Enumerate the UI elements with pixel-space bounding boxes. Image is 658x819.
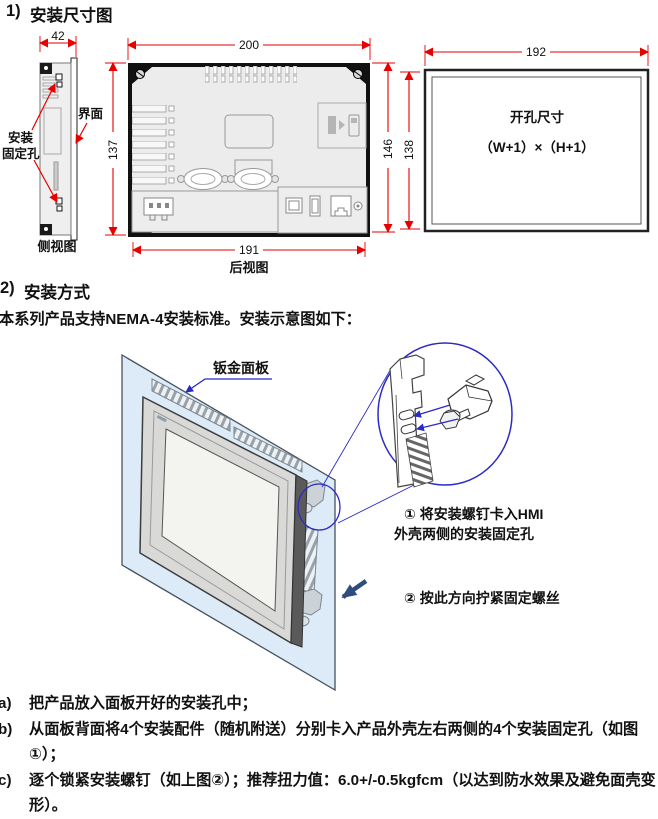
usb-b-port	[285, 197, 303, 214]
section2-heading: 2) 安装方式	[0, 279, 90, 303]
dim-146: 146	[381, 139, 395, 159]
leader-arrow	[75, 122, 88, 144]
side-bezel	[70, 57, 78, 241]
step-a-marker: a)	[0, 695, 12, 712]
interface-label: 界面	[78, 106, 104, 121]
fixing-hole	[400, 423, 417, 435]
rear-view-caption: 后视图	[229, 260, 268, 275]
mounting-hole-label-2: 固定孔	[2, 146, 40, 161]
dimension-figure: 42 安装 固定孔 界面 侧视图 200	[2, 30, 650, 275]
hmi-side-edge	[290, 474, 308, 648]
mounting-holes	[55, 73, 63, 212]
side-inner-panel	[43, 107, 62, 155]
dim-label-bg	[402, 132, 416, 168]
dim-label-bg	[522, 44, 550, 57]
step-c-marker: c)	[0, 771, 12, 789]
dim-191: 191	[239, 243, 259, 257]
leader-arrow	[33, 159, 58, 203]
slot-rail	[405, 432, 434, 488]
mounting-hole-label-1: 安装	[8, 130, 34, 145]
leader-arrow	[31, 83, 56, 131]
note1-line1: ① 将安装螺钉卡入HMI	[404, 506, 543, 522]
callout-leader	[337, 481, 421, 524]
top-vents	[205, 66, 297, 83]
section2-number: 2)	[0, 279, 15, 297]
top-vent-strip	[233, 426, 303, 473]
top-vent-strip	[151, 378, 231, 432]
round-jack	[353, 201, 363, 211]
detail-drawing	[389, 354, 493, 488]
note1-line2: 外壳两侧的安装固定孔	[394, 526, 534, 542]
section1-title: 安装尺寸图	[30, 7, 113, 25]
installation-steps: a) 把产品放入面板开好的安装孔中； b) 从面板背面将4个安装配件（随机附送）…	[0, 691, 658, 819]
side-slot	[53, 161, 59, 191]
panel-label-leader	[185, 378, 272, 393]
mounting-clamp	[439, 374, 493, 430]
cutout-formula: （W+1）×（H+1）	[479, 140, 594, 155]
rear-view-drawing: 200	[105, 37, 395, 275]
cutout-title: 开孔尺寸	[510, 109, 564, 125]
insert-arrow	[416, 418, 459, 432]
dim-192: 192	[526, 45, 546, 59]
sd-slot-area	[317, 102, 367, 149]
ethernet-port	[330, 195, 352, 217]
serial-port-2	[227, 168, 279, 190]
detail-source-circle	[297, 483, 341, 531]
section2-intro: 本系列产品支持NEMA-4安装标准。安装示意图如下：	[0, 311, 361, 328]
cutout-drawing: 192 138 开孔尺寸 （W+1）×（H+1）	[400, 44, 650, 233]
side-view-caption: 侧视图	[37, 239, 76, 254]
tighten-direction-arrow	[341, 579, 368, 599]
callout-leader	[321, 366, 393, 488]
step-a: a) 把产品放入面板开好的安装孔中；	[0, 691, 658, 717]
power-connector	[143, 197, 174, 221]
insert-arrow	[413, 404, 451, 418]
dim-138: 138	[402, 140, 416, 160]
side-view-drawing: 42 安装 固定孔 界面 侧视图	[2, 30, 104, 254]
serial-port-1	[177, 168, 229, 190]
dim-label-bg	[106, 132, 120, 168]
step-c-text: 逐个锁紧安装螺钉（如上图②）；推荐扭力值：6.0+/-0.5kgfcm（以达到防…	[29, 771, 656, 815]
dim-label-bg	[235, 243, 263, 256]
dim-label-bg	[235, 37, 263, 50]
cutout-inner	[431, 76, 642, 225]
case-edge-line	[399, 358, 403, 380]
step-b-text: 从面板背面将4个安装配件（随机附送）分别卡入产品外壳左右两侧的4个安装固定孔（如…	[29, 720, 639, 764]
case-edge-line	[395, 394, 400, 484]
section2-title: 安装方式	[24, 284, 90, 302]
hmi-screen	[161, 428, 280, 612]
step-b: b) 从面板背面将4个安装配件（随机附送）分别卡入产品外壳左右两侧的4个安装固定…	[0, 717, 658, 768]
dim-200: 200	[239, 38, 259, 52]
dim-label-bg	[381, 132, 395, 168]
brand-logo	[156, 415, 167, 423]
dim-137: 137	[106, 140, 120, 160]
section1-heading: 1) 安装尺寸图	[6, 2, 113, 26]
cutout-outer	[423, 68, 650, 233]
installation-figure: 钣金面板 ① 将安装螺钉卡入HMI 外壳两侧的安装固定孔 ② 按此方向拧紧固定螺…	[121, 342, 560, 692]
battery-cover	[224, 114, 274, 149]
bezel-inner-step	[149, 410, 289, 630]
left-vents	[132, 105, 175, 189]
dim-42: 42	[51, 30, 65, 43]
step-b-marker: b)	[0, 720, 13, 738]
panel-label: 钣金面板	[213, 360, 270, 376]
note2: ② 按此方向拧紧固定螺丝	[404, 590, 560, 606]
usb-a-port	[309, 195, 321, 217]
bracket-screw	[44, 227, 48, 231]
bracket-screw	[44, 66, 48, 70]
section1-number: 1)	[6, 2, 21, 20]
step-c: c) 逐个锁紧安装螺钉（如上图②）；推荐扭力值：6.0+/-0.5kgfcm（以…	[0, 768, 658, 819]
step-a-text: 把产品放入面板开好的安装孔中；	[29, 695, 257, 712]
